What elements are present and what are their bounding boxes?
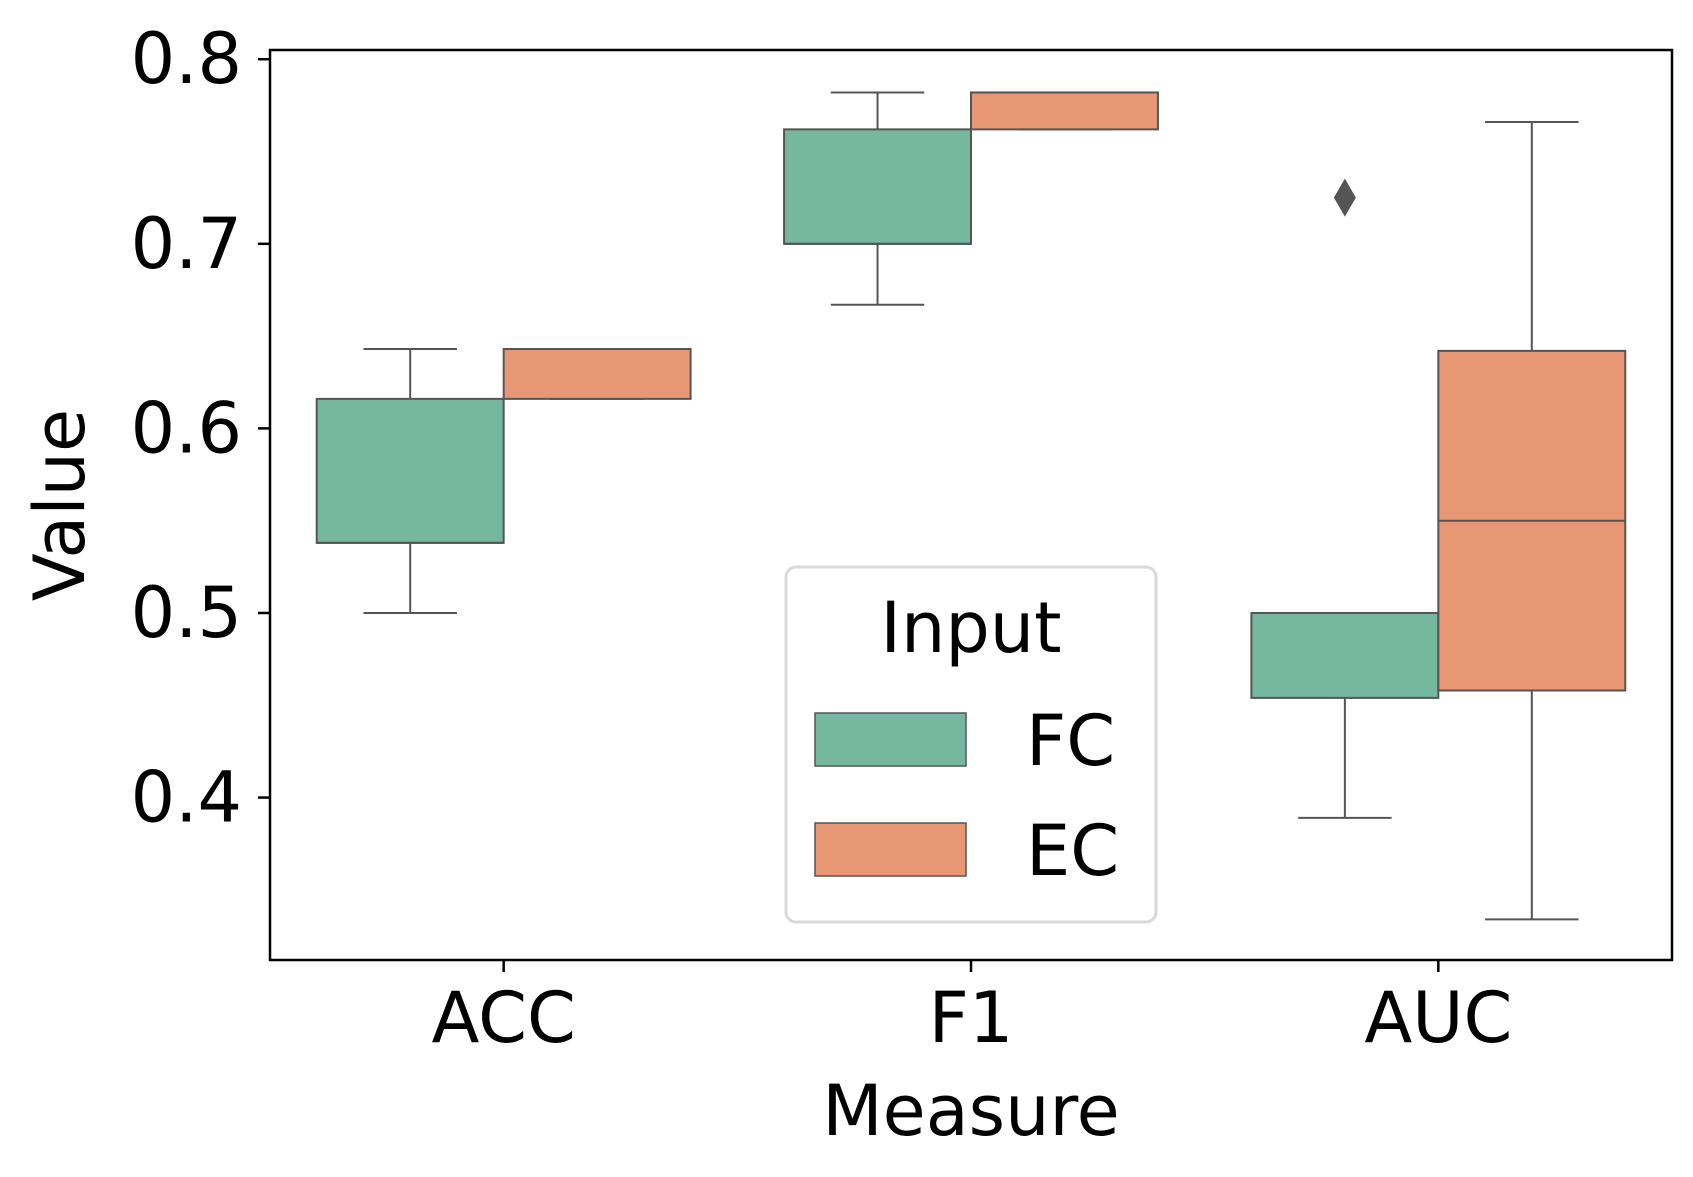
y-tick-label: 0.6	[131, 387, 242, 469]
box-ec-auc	[1437, 120, 1627, 921]
y-tick-label: 0.8	[131, 18, 242, 100]
legend-title: Input	[880, 587, 1061, 669]
box-body	[1250, 611, 1440, 699]
legend-label-ec: EC	[1026, 810, 1119, 892]
box-fc-auc	[1250, 611, 1440, 819]
x-tick-label: AUC	[1364, 977, 1512, 1059]
y-tick-label: 0.4	[131, 757, 242, 839]
outlier-markers	[1333, 178, 1356, 217]
y-tick-label: 0.7	[131, 203, 242, 285]
box-ec-acc	[502, 348, 692, 400]
y-tick-label: 0.5	[131, 572, 242, 654]
box-ec-f1	[970, 91, 1159, 131]
legend-swatch-ec	[814, 822, 967, 877]
legend: Input FC EC	[784, 565, 1158, 924]
box-fc-f1	[783, 91, 972, 306]
box-body	[783, 128, 972, 245]
box-fc-acc	[315, 348, 505, 614]
box-body	[502, 348, 692, 400]
x-axis-label: Measure	[822, 1070, 1120, 1152]
box-body	[970, 91, 1159, 131]
x-tick-label: F1	[929, 977, 1014, 1059]
box-groups	[315, 91, 1627, 921]
x-axis: ACC F1 AUC	[431, 960, 1512, 1059]
legend-swatch-fc	[814, 712, 967, 767]
x-tick-label: ACC	[431, 977, 575, 1059]
y-axis-label: Value	[19, 409, 101, 601]
box-body	[315, 397, 505, 544]
y-axis: 0.4 0.5 0.6 0.7 0.8	[131, 18, 270, 839]
legend-label-fc: FC	[1026, 700, 1115, 782]
outlier-point	[1333, 178, 1356, 217]
